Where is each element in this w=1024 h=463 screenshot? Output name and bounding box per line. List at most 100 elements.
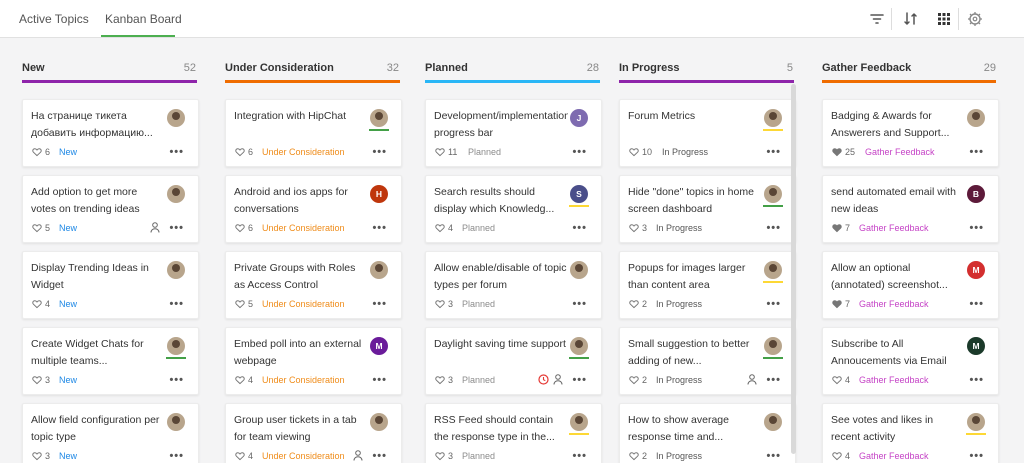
grid-icon[interactable]: [935, 10, 953, 28]
topic-card[interactable]: Allow an optional (annotated) screenshot…: [822, 251, 999, 319]
avatar[interactable]: [764, 261, 782, 279]
card-title[interactable]: Add option to get more votes on trending…: [31, 186, 140, 215]
more-options-button[interactable]: •••: [969, 374, 984, 386]
more-options-button[interactable]: •••: [572, 298, 587, 310]
heart-icon[interactable]: [832, 375, 842, 385]
heart-icon[interactable]: [235, 147, 245, 157]
heart-icon[interactable]: [629, 147, 639, 157]
heart-icon[interactable]: [32, 451, 42, 461]
topic-card[interactable]: Popups for images larger than content ar…: [619, 251, 796, 319]
avatar[interactable]: [764, 413, 782, 431]
topic-card[interactable]: На странице тикета добавить информацию..…: [22, 99, 199, 167]
avatar[interactable]: [167, 413, 185, 431]
card-title[interactable]: Android and ios apps for conversations: [234, 186, 348, 215]
filter-icon[interactable]: [868, 10, 886, 28]
more-options-button[interactable]: •••: [969, 298, 984, 310]
card-title[interactable]: send automated email with new ideas: [831, 186, 956, 215]
topic-card[interactable]: Allow enable/disable of topic types per …: [425, 251, 602, 319]
gear-icon[interactable]: [966, 10, 984, 28]
more-options-button[interactable]: •••: [169, 146, 184, 158]
more-options-button[interactable]: •••: [572, 146, 587, 158]
topic-card[interactable]: Small suggestion to better adding of new…: [619, 327, 796, 395]
topic-card[interactable]: Private Groups with Roles as Access Cont…: [225, 251, 402, 319]
avatar[interactable]: [167, 337, 185, 355]
card-title[interactable]: Forum Metrics: [628, 110, 696, 122]
heart-icon[interactable]: [32, 223, 42, 233]
avatar[interactable]: [167, 185, 185, 203]
heart-icon[interactable]: [435, 223, 445, 233]
avatar[interactable]: M: [967, 337, 985, 355]
avatar[interactable]: [370, 261, 388, 279]
tab-kanban-board[interactable]: Kanban Board: [105, 12, 182, 26]
heart-icon[interactable]: [832, 223, 842, 233]
avatar[interactable]: B: [967, 185, 985, 203]
avatar[interactable]: [570, 261, 588, 279]
card-title[interactable]: На странице тикета добавить информацию..…: [31, 110, 153, 139]
avatar[interactable]: [370, 413, 388, 431]
heart-icon[interactable]: [435, 451, 445, 461]
card-title[interactable]: Private Groups with Roles as Access Cont…: [234, 262, 356, 291]
more-options-button[interactable]: •••: [969, 450, 984, 462]
card-title[interactable]: Popups for images larger than content ar…: [628, 262, 746, 291]
topic-card[interactable]: RSS Feed should contain the response typ…: [425, 403, 602, 463]
card-title[interactable]: Daylight saving time support: [434, 338, 566, 350]
card-title[interactable]: Allow field configuration per topic type: [31, 414, 160, 443]
more-options-button[interactable]: •••: [572, 222, 587, 234]
avatar[interactable]: J: [570, 109, 588, 127]
topic-card[interactable]: Subscribe to All Annoucements via Email M…: [822, 327, 999, 395]
heart-icon[interactable]: [32, 147, 42, 157]
avatar[interactable]: [764, 185, 782, 203]
card-title[interactable]: Small suggestion to better adding of new…: [628, 338, 750, 367]
heart-icon[interactable]: [235, 223, 245, 233]
topic-card[interactable]: Badging & Awards for Answerers and Suppo…: [822, 99, 999, 167]
more-options-button[interactable]: •••: [969, 222, 984, 234]
more-options-button[interactable]: •••: [969, 146, 984, 158]
heart-icon[interactable]: [435, 299, 445, 309]
more-options-button[interactable]: •••: [169, 298, 184, 310]
more-options-button[interactable]: •••: [766, 298, 781, 310]
heart-icon[interactable]: [235, 375, 245, 385]
heart-icon[interactable]: [235, 451, 245, 461]
avatar[interactable]: [167, 261, 185, 279]
avatar[interactable]: [967, 413, 985, 431]
avatar[interactable]: M: [967, 261, 985, 279]
card-title[interactable]: Subscribe to All Annoucements via Email: [831, 338, 947, 367]
card-title[interactable]: Badging & Awards for Answerers and Suppo…: [831, 110, 950, 139]
more-options-button[interactable]: •••: [169, 374, 184, 386]
heart-icon[interactable]: [235, 299, 245, 309]
more-options-button[interactable]: •••: [766, 450, 781, 462]
card-title[interactable]: Allow enable/disable of topic types per …: [434, 262, 567, 291]
card-title[interactable]: Development/implementation progress bar: [434, 110, 568, 139]
topic-card[interactable]: Create Widget Chats for multiple teams..…: [22, 327, 199, 395]
sort-icon[interactable]: [902, 10, 920, 28]
more-options-button[interactable]: •••: [372, 146, 387, 158]
card-title[interactable]: See votes and likes in recent activity: [831, 414, 934, 443]
topic-card[interactable]: Group user tickets in a tab for team vie…: [225, 403, 402, 463]
more-options-button[interactable]: •••: [372, 222, 387, 234]
more-options-button[interactable]: •••: [766, 146, 781, 158]
avatar[interactable]: [370, 109, 388, 127]
topic-card[interactable]: Search results should display which Know…: [425, 175, 602, 243]
card-title[interactable]: RSS Feed should contain the response typ…: [434, 414, 555, 443]
heart-icon[interactable]: [32, 299, 42, 309]
more-options-button[interactable]: •••: [766, 374, 781, 386]
card-title[interactable]: Embed poll into an external webpage: [234, 338, 362, 367]
topic-card[interactable]: How to show average response time and...…: [619, 403, 796, 463]
card-title[interactable]: Group user tickets in a tab for team vie…: [234, 414, 357, 443]
heart-icon[interactable]: [832, 299, 842, 309]
more-options-button[interactable]: •••: [169, 222, 184, 234]
more-options-button[interactable]: •••: [372, 298, 387, 310]
more-options-button[interactable]: •••: [372, 450, 387, 462]
heart-icon[interactable]: [435, 375, 445, 385]
card-title[interactable]: Allow an optional (annotated) screenshot…: [831, 262, 948, 291]
more-options-button[interactable]: •••: [766, 222, 781, 234]
